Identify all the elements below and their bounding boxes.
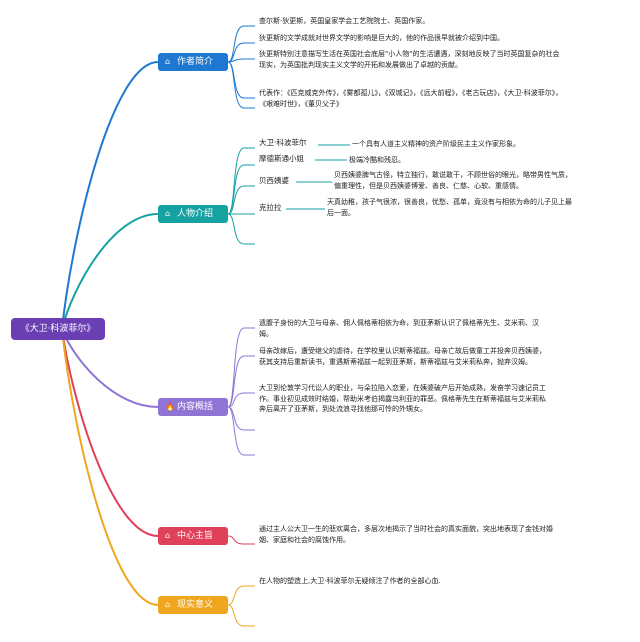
branch-title: 人物介绍 — [177, 209, 214, 219]
branch-leaf-link — [227, 213, 255, 245]
branch-title: 作者简介 — [177, 57, 214, 67]
home-icon: ⌂ — [165, 209, 171, 218]
branch-theme[interactable]: ⌂ 中心主旨 — [158, 527, 228, 545]
branch-leaf-link — [227, 164, 255, 215]
home-icon: ⌂ — [165, 600, 171, 609]
branch-author-intro[interactable]: ⌂ 作者简介 — [158, 53, 228, 71]
branch-leaf-link — [227, 58, 255, 63]
leaf-summary-1: 遗腹子身份的大卫与母亲、佣人佩格蒂相依为命，到亚茅斯认识了佩格蒂先生、艾米莉、汉… — [259, 319, 539, 338]
root-branch-link — [61, 61, 159, 330]
branch-characters[interactable]: ⌂ 人物介绍 — [158, 205, 228, 223]
character-name: 贝西姨婆 — [259, 176, 289, 185]
leaf-author-1: 查尔斯·狄更斯，英国皇家学会工艺院院士、英国作家。 — [259, 17, 430, 25]
leaf-author-4: 代表作：《匹克威克外传》，《雾都孤儿》，《双城记》，《远大前程》，《老古玩店》，… — [259, 89, 563, 108]
branch-leaf-link — [227, 535, 255, 545]
branch-leaf-link — [227, 604, 255, 627]
leaf-author-2: 狄更斯的文学成就对世界文学的影响是巨大的，他的作品很早就被介绍到中国。 — [259, 34, 504, 42]
branch-leaf-link — [227, 406, 255, 456]
branch-leaf-link — [227, 25, 255, 63]
branch-leaf-link — [227, 585, 255, 606]
branch-leaf-link — [227, 392, 255, 408]
branch-title: 现实意义 — [177, 600, 214, 610]
branch-leaf-link — [227, 327, 255, 408]
branch-leaf-link — [227, 406, 255, 431]
character-name: 克拉拉 — [259, 203, 282, 212]
character-name: 大卫·科波菲尔 — [259, 138, 307, 147]
character-desc: 天真幼稚，孩子气很浓，很善良，忧愁、孤单，竟没有与相依为命的儿子见上最后一面。 — [327, 198, 572, 217]
branch-title: 中心主旨 — [177, 531, 214, 541]
branch-summary[interactable]: 🔥内容概括 — [158, 398, 228, 416]
home-icon: ⌂ — [165, 57, 171, 66]
leaf-summary-2: 母亲改嫁后，遭受继父的虐待，在学校里认识斯蒂福兹。母亲亡故后做童工并投奔贝西姨婆… — [259, 347, 546, 366]
character-desc: 贝西姨婆脾气古怪，特立独行，敢说敢干，不顾世俗的眼光，略带男性气质，偏重理性，但… — [334, 171, 572, 190]
leaf-theme-1: 通过主人公大卫一生的悲欢离合，多层次地揭示了当时社会的真实面貌，突出地表现了金钱… — [259, 525, 553, 544]
branch-significance[interactable]: ⌂ 现实意义 — [158, 596, 228, 614]
leaf-significance-1: 在人物的塑造上,大卫·科波菲尔无疑倾注了作者的全部心血. — [259, 577, 441, 585]
fire-icon: 🔥 — [165, 402, 175, 411]
root-node[interactable]: 《大卫·科波菲尔》 — [11, 318, 105, 340]
branch-leaf-link — [227, 355, 255, 408]
character-desc: 极端冷酷和残忍。 — [349, 156, 405, 164]
root-branch-link — [61, 213, 159, 330]
root-branch-link — [61, 328, 159, 606]
root-branch-link — [61, 328, 159, 537]
leaf-author-3: 狄更斯特别注意描写生活在英国社会底层"小人物"的生活遭遇，深刻地反映了当时英国复… — [259, 50, 560, 69]
home-icon: ⌂ — [165, 531, 171, 540]
branch-leaf-link — [227, 42, 255, 63]
character-name: 摩德斯通小姐 — [259, 154, 304, 163]
branch-leaf-link — [227, 185, 255, 215]
character-desc: 一个具有人道主义精神的资产阶级民主主义作家形象。 — [352, 140, 520, 148]
leaf-summary-3: 大卫到伦敦学习代讼人的职业，与朵拉陷入恋爱，在姨婆破产后开始成熟，发奋学习速记员… — [259, 384, 546, 413]
branch-title: 内容概括 — [177, 402, 214, 412]
branch-leaf-link — [227, 61, 255, 109]
